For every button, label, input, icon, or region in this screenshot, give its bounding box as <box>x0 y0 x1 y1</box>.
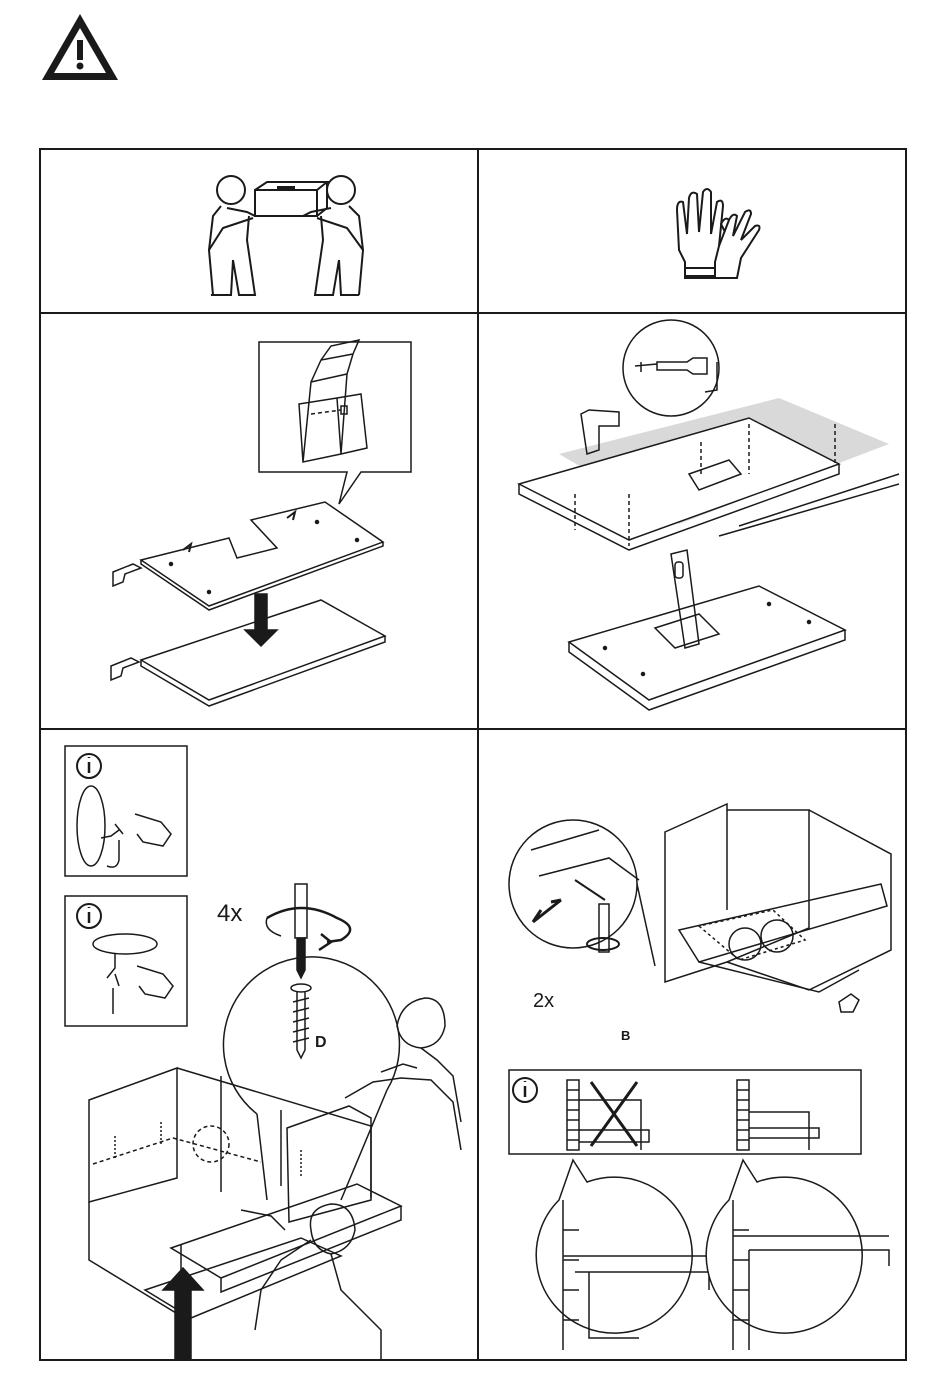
info-icon <box>77 754 101 778</box>
step-gloves <box>479 150 907 312</box>
step-two-person-lift <box>41 150 477 312</box>
screwdriver-icon <box>295 884 307 978</box>
step-template <box>41 314 477 728</box>
wall-detail-correct <box>737 1080 819 1150</box>
instruction-booklet-icon <box>259 340 411 504</box>
fix-part-label: B <box>621 1028 630 1043</box>
instruction-grid: 4x D <box>39 148 907 1361</box>
step-fixing: 2x B <box>479 730 907 1361</box>
cross-icon <box>591 1082 637 1146</box>
wall-detail-wrong <box>567 1080 649 1150</box>
step-cutout <box>479 314 907 728</box>
pointing-hand-icon <box>111 564 141 680</box>
info-panel-plug <box>65 896 187 1026</box>
gloves-icon <box>479 150 907 312</box>
step-mounting: 4x D <box>41 730 477 1361</box>
info-panel-wiring <box>65 746 187 876</box>
screw-part-label: D <box>315 1034 327 1052</box>
info-icon <box>513 1078 537 1102</box>
cabinet-icon <box>665 804 891 1012</box>
saw-icon <box>671 550 699 648</box>
magnifier-circle-icon <box>223 957 399 1200</box>
cabinet-icon <box>89 1068 371 1316</box>
warning-triangle-icon <box>38 10 122 84</box>
info-icon <box>77 904 101 928</box>
magnifier-circle-icon <box>509 820 655 966</box>
screw-count-label: 4x <box>217 900 242 928</box>
drill-icon <box>623 320 719 416</box>
fix-count-label: 2x <box>533 990 554 1013</box>
two-person-lift-icon <box>41 150 477 312</box>
